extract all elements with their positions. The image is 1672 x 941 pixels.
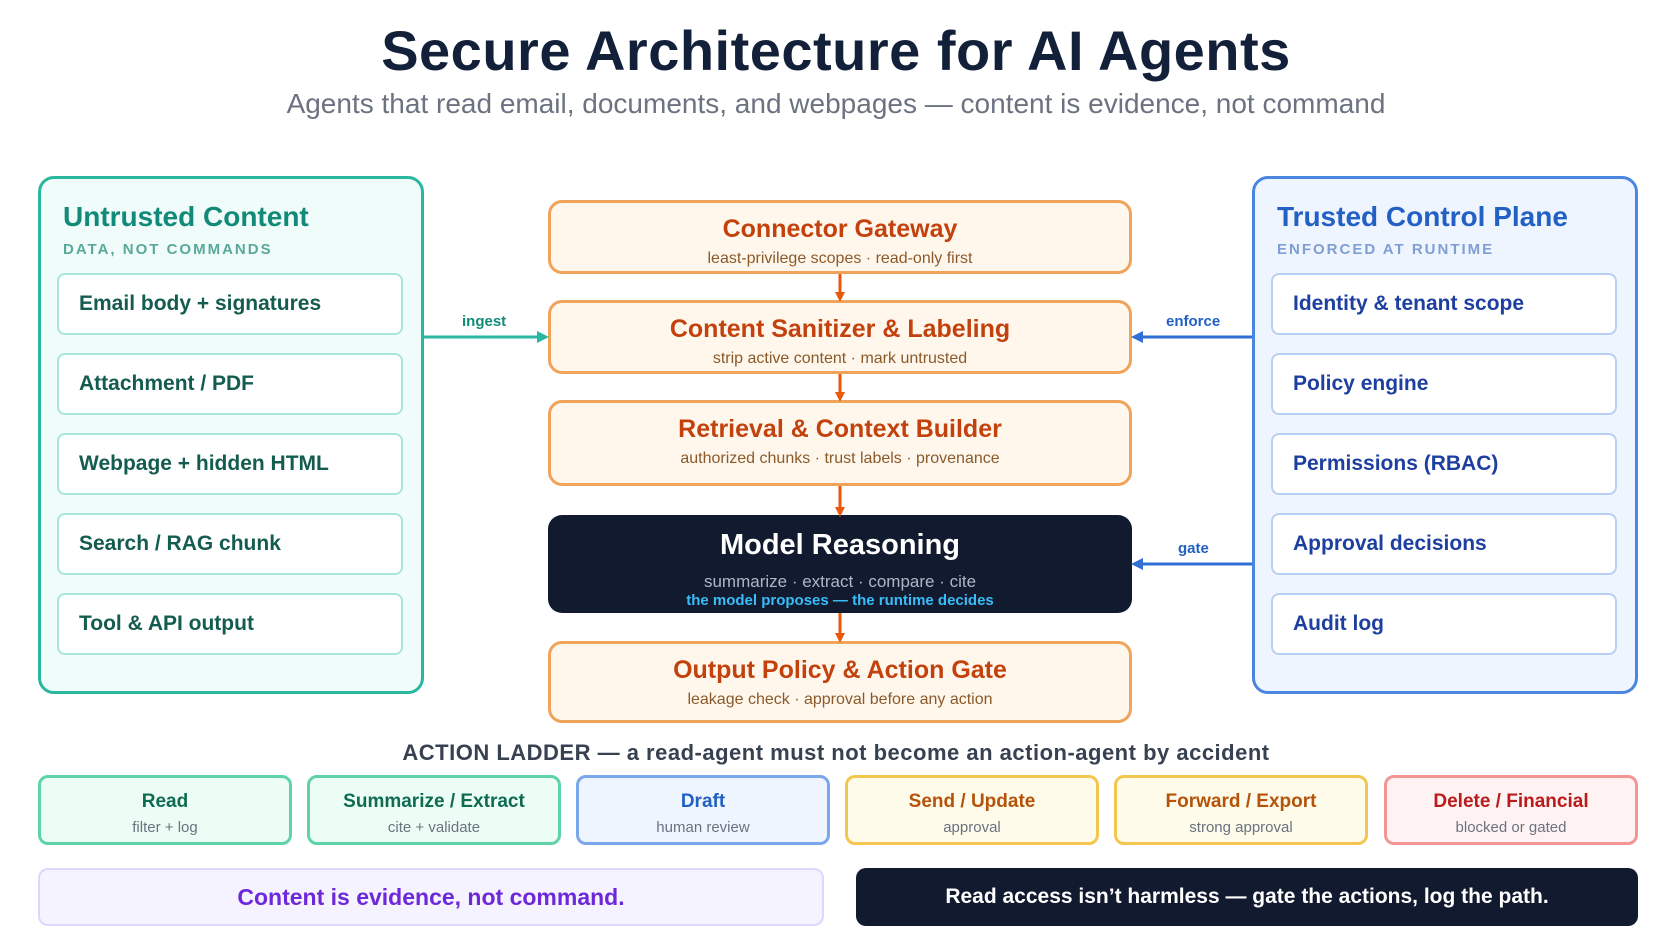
retrieval-context-step: Retrieval & Context Builder authorized c… [548, 400, 1132, 486]
rung-draft-sub: human review [656, 819, 750, 836]
rung-read-sub: filter + log [132, 819, 198, 836]
model-reasoning-step: Model Reasoning summarize · extract · co… [548, 515, 1132, 613]
connector-gateway-title: Connector Gateway [722, 215, 958, 243]
rung-delete-financial: Delete / Financial blocked or gated [1384, 775, 1638, 845]
content-sanitizer-sub: strip active content · mark untrusted [712, 350, 968, 367]
untrusted-panel-subtitle: DATA, NOT COMMANDS [63, 241, 273, 258]
trusted-item-approval: Approval decisions [1271, 513, 1617, 575]
gate-label: gate [1178, 540, 1209, 557]
rung-summarize-sub: cite + validate [387, 819, 481, 836]
trusted-item-audit-log: Audit log [1271, 593, 1617, 655]
enforce-label: enforce [1166, 313, 1221, 330]
rung-send-label: Send / Update [908, 791, 1036, 812]
rung-send-update: Send / Update approval [845, 775, 1099, 845]
evidence-not-command-banner: Content is evidence, not command. [38, 868, 824, 926]
untrusted-content-panel: Untrusted Content DATA, NOT COMMANDS Ema… [38, 176, 424, 694]
rung-draft-label: Draft [680, 791, 726, 812]
untrusted-item-email: Email body + signatures [57, 273, 403, 335]
page-title: Secure Architecture for AI Agents [381, 19, 1291, 82]
untrusted-item-tool-api: Tool & API output [57, 593, 403, 655]
rung-forward-export: Forward / Export strong approval [1114, 775, 1368, 845]
trusted-item-policy-engine: Policy engine [1271, 353, 1617, 415]
rung-delete-label: Delete / Financial [1433, 791, 1589, 812]
rung-send-sub: approval [943, 819, 1001, 836]
gate-actions-banner: Read access isn’t harmless — gate the ac… [856, 868, 1638, 926]
ingest-label: ingest [462, 313, 507, 330]
output-policy-title: Output Policy & Action Gate [673, 656, 1007, 684]
page-subtitle: Agents that read email, documents, and w… [286, 88, 1386, 119]
untrusted-item-search-rag: Search / RAG chunk [57, 513, 403, 575]
model-reasoning-note: the model proposes — the runtime decides [686, 592, 994, 609]
output-policy-sub: leakage check · approval before any acti… [687, 691, 993, 708]
untrusted-panel-title: Untrusted Content [63, 201, 309, 232]
trusted-panel-title: Trusted Control Plane [1277, 201, 1568, 232]
trusted-item-permissions: Permissions (RBAC) [1271, 433, 1617, 495]
rung-draft: Draft human review [576, 775, 830, 845]
rung-read: Read filter + log [38, 775, 292, 845]
trusted-control-plane-panel: Trusted Control Plane ENFORCED AT RUNTIM… [1252, 176, 1638, 694]
trusted-panel-subtitle: ENFORCED AT RUNTIME [1277, 241, 1495, 258]
retrieval-context-sub: authorized chunks · trust labels · prove… [680, 450, 1000, 467]
rung-summarize-extract: Summarize / Extract cite + validate [307, 775, 561, 845]
content-sanitizer-title: Content Sanitizer & Labeling [669, 315, 1011, 343]
rung-summarize-label: Summarize / Extract [343, 791, 525, 812]
trusted-item-identity: Identity & tenant scope [1271, 273, 1617, 335]
model-reasoning-title: Model Reasoning [719, 529, 961, 561]
rung-forward-sub: strong approval [1189, 819, 1293, 836]
rung-forward-label: Forward / Export [1165, 791, 1317, 812]
model-reasoning-sub: summarize · extract · compare · cite [703, 572, 977, 591]
rung-delete-sub: blocked or gated [1455, 819, 1567, 836]
connector-gateway-step: Connector Gateway least-privilege scopes… [548, 200, 1132, 274]
untrusted-item-attachment: Attachment / PDF [57, 353, 403, 415]
retrieval-context-title: Retrieval & Context Builder [678, 415, 1002, 443]
connector-gateway-sub: least-privilege scopes · read-only first [707, 250, 973, 267]
untrusted-item-webpage: Webpage + hidden HTML [57, 433, 403, 495]
rung-read-label: Read [141, 791, 189, 812]
action-ladder-title: ACTION LADDER — a read-agent must not be… [402, 740, 1270, 765]
